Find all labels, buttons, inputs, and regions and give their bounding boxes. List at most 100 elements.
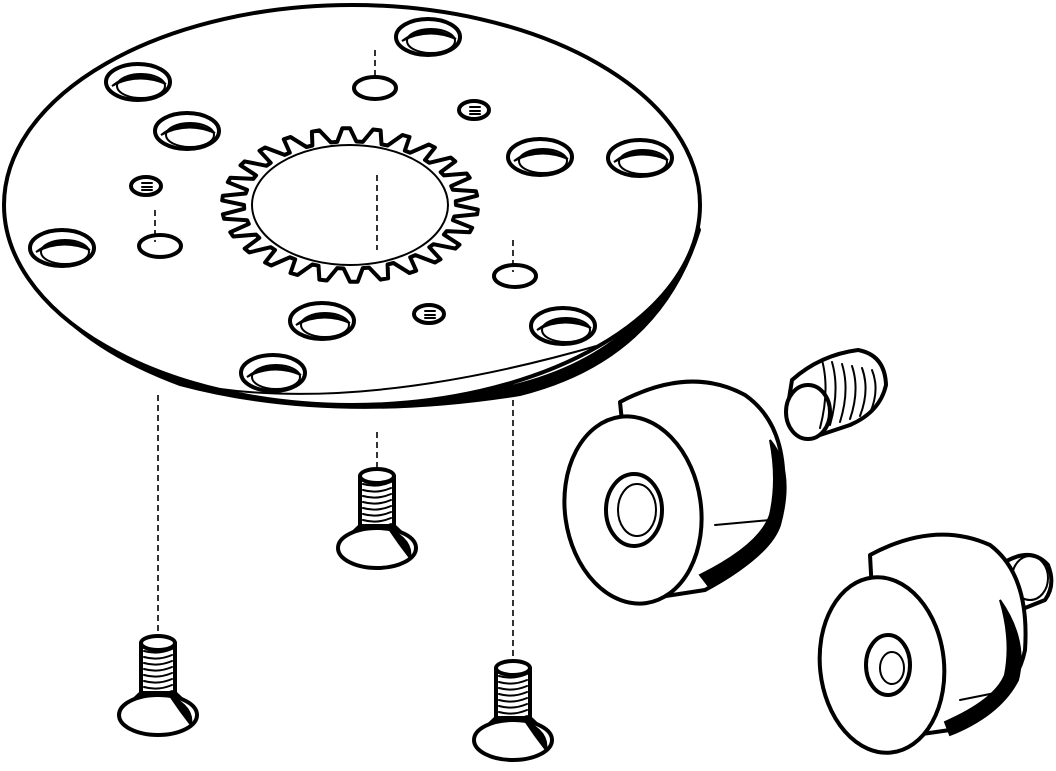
hole-rim: [529, 306, 597, 346]
hole-cone: [251, 364, 301, 390]
screw-thread: [143, 666, 173, 672]
screw-tip: [358, 467, 396, 485]
screw-thread: [143, 654, 173, 660]
hole-cone: [165, 122, 215, 148]
mounting-plate: [2, 3, 702, 409]
screw-thread: [362, 505, 392, 511]
screw-thread: [143, 672, 173, 678]
countersunk-hole: [394, 17, 462, 57]
sleeve-bore: [604, 472, 664, 548]
hole-shade: [613, 150, 669, 163]
set-screw-threads: [819, 359, 877, 429]
splined-bore: [220, 126, 480, 284]
set-screw-thread: [829, 361, 837, 426]
countersunk-hole: [28, 228, 96, 268]
hole-cone: [300, 312, 350, 338]
screw-thread: [362, 493, 392, 499]
pin-hole: [137, 233, 183, 259]
countersunk-hole: [104, 62, 172, 102]
sleeve-bore-thread: [617, 483, 657, 537]
screw-tip: [494, 659, 532, 677]
set-screw-thread: [839, 363, 847, 423]
hole-cone: [40, 239, 90, 265]
hole-rim: [153, 111, 221, 151]
hole-rim: [28, 228, 96, 268]
stepped-centering-pin: [817, 532, 1054, 755]
set-screw-thread: [869, 369, 877, 414]
hole-cone: [518, 148, 568, 174]
screw-thread: [498, 703, 528, 709]
hole-cone: [541, 317, 591, 343]
hole-shade: [295, 313, 351, 326]
hole-shade: [160, 123, 216, 136]
sleeve-highlight: [714, 519, 771, 526]
screw-thread: [143, 660, 173, 666]
countersunk-holes: [28, 17, 674, 393]
screw-thread: [498, 673, 528, 679]
hole-cone: [406, 28, 456, 54]
screw-thread: [362, 481, 392, 487]
hole-rim: [239, 353, 307, 393]
hole-cone: [618, 149, 668, 175]
sleeve-front-face: [562, 414, 704, 606]
hole-rim: [606, 138, 674, 178]
hole-shade: [536, 318, 592, 331]
hole-shade: [246, 365, 302, 378]
countersunk-hole: [529, 306, 597, 346]
threaded-hole: [457, 99, 491, 121]
screw-thread: [143, 648, 173, 654]
hole-rim: [104, 62, 172, 102]
countersunk-screw: [117, 634, 199, 737]
sleeve-shadow: [698, 439, 787, 590]
screw-head-shade: [386, 526, 412, 561]
screw-thread: [498, 691, 528, 697]
pin-shadow: [943, 599, 1022, 737]
pin-hole: [352, 75, 398, 101]
pin-bore: [864, 633, 912, 697]
set-screw-thread: [859, 367, 867, 417]
hole-shade: [35, 240, 91, 253]
countersunk-screw: [336, 467, 418, 570]
pin-holes: [137, 75, 538, 289]
screw-head-shade: [522, 718, 548, 753]
pin-bore-inner: [879, 651, 905, 685]
hole-shade: [513, 149, 569, 162]
countersunk-hole: [239, 353, 307, 393]
plate-rim-line: [169, 344, 601, 395]
screw-thread: [498, 709, 528, 715]
hole-cone: [116, 73, 166, 99]
pin-front-face: [817, 575, 947, 755]
screw-tip: [139, 634, 177, 652]
threaded-hole-lines: [141, 182, 153, 191]
threaded-hole: [412, 303, 446, 325]
spline-outer-teeth: [220, 126, 480, 284]
spline-inner-bore: [251, 144, 449, 266]
screw-thread: [143, 684, 173, 690]
screw-thread: [362, 499, 392, 505]
threaded-holes: [129, 99, 491, 325]
pin-highlight: [959, 689, 1011, 701]
hole-rim: [288, 301, 356, 341]
screw-thread: [498, 679, 528, 685]
hole-rim: [506, 137, 574, 177]
screw-thread: [143, 678, 173, 684]
threaded-hole-lines: [469, 106, 481, 115]
countersunk-hole: [288, 301, 356, 341]
screw-thread: [362, 487, 392, 493]
screw-thread: [498, 697, 528, 703]
threaded-hole-lines: [424, 310, 436, 319]
countersunk-hole: [153, 111, 221, 151]
countersunk-screw: [472, 659, 554, 762]
countersunk-screws: [117, 467, 554, 762]
set-screw-thread: [819, 359, 827, 429]
screw-head-shade: [167, 693, 193, 728]
set-screw: [784, 348, 888, 441]
pin-hole: [492, 263, 538, 289]
set-screw-end-face: [784, 383, 832, 441]
screw-thread: [498, 685, 528, 691]
threaded-hole: [129, 175, 163, 197]
screw-thread: [362, 511, 392, 517]
screw-thread: [362, 517, 392, 523]
hole-rim: [394, 17, 462, 57]
